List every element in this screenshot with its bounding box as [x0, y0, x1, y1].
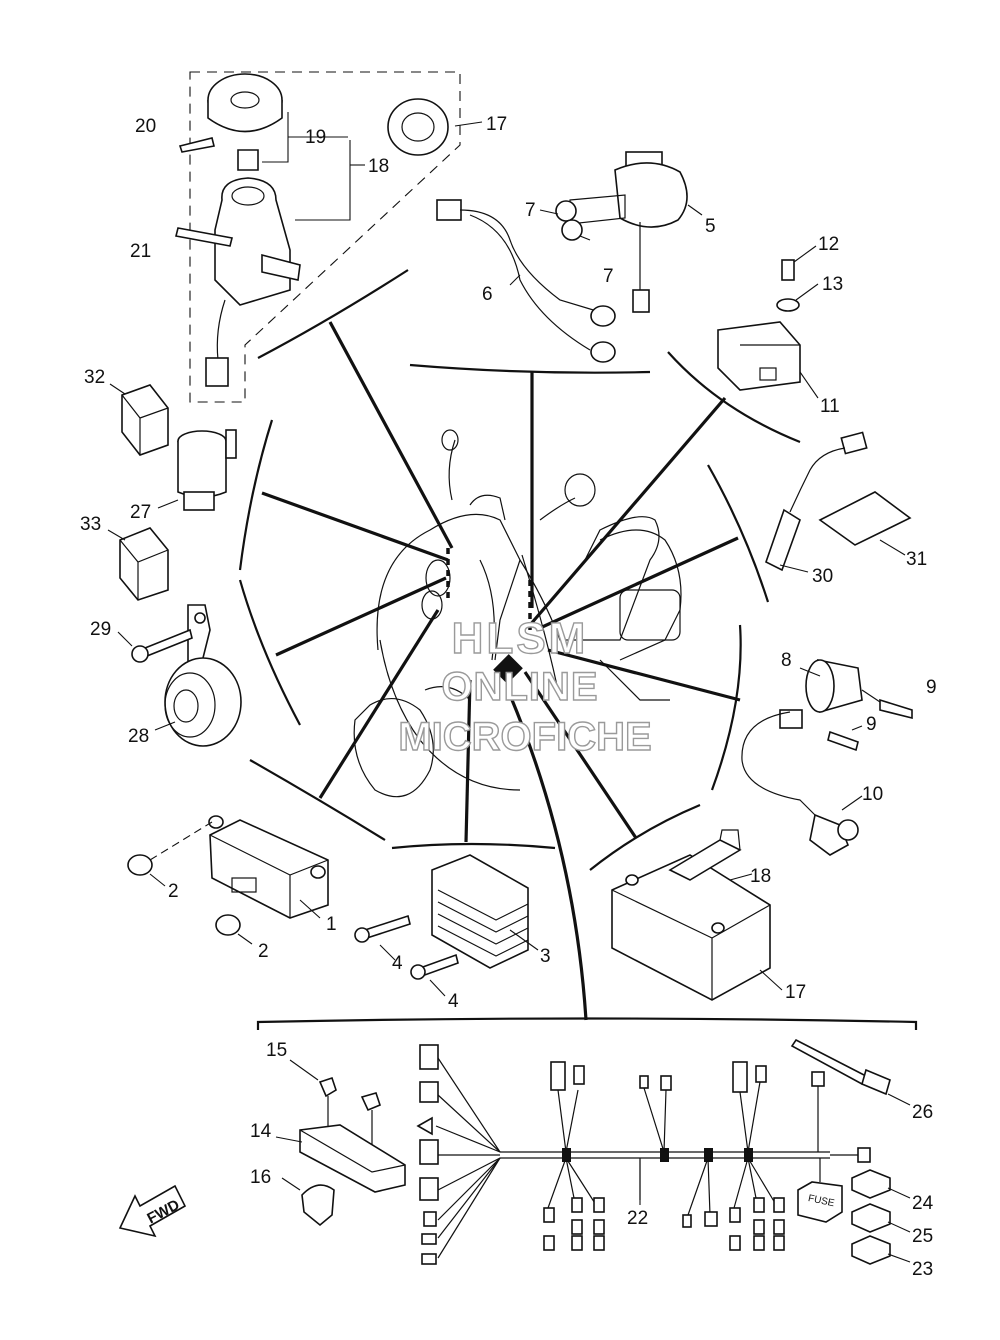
- callout-11: 11: [820, 396, 840, 417]
- callout-27: 23: [912, 1259, 933, 1280]
- pointer-lines: [261, 321, 741, 1021]
- callout-5: 5: [705, 216, 716, 237]
- watermark-line2: ONLINE: [441, 665, 598, 709]
- callout-16: 16: [250, 1167, 271, 1188]
- callout-31: 29: [90, 619, 111, 640]
- part-1-2: [127, 815, 329, 945]
- callout-3: 3: [540, 946, 551, 967]
- callout-21: 19: [305, 127, 326, 148]
- watermark: HLSM ONLINE MICROFICHE: [398, 613, 653, 759]
- callout-28: 26: [912, 1102, 933, 1123]
- part-11-12-13: [717, 245, 819, 399]
- part-5-6-7: [436, 151, 703, 363]
- scooter-illustration: [353, 429, 682, 798]
- fuse-label: FUSE: [807, 1193, 836, 1209]
- callout-2a: 2: [168, 881, 179, 902]
- watermark-line1: HLSM: [452, 614, 589, 663]
- callout-22: 20: [135, 116, 156, 137]
- callout-23: 21: [130, 241, 151, 262]
- callout-33: 31: [906, 549, 927, 570]
- callout-4a: 4: [392, 953, 403, 974]
- callout-18: 18: [750, 866, 771, 887]
- callout-30: 28: [128, 726, 149, 747]
- callout-26: 25: [912, 1226, 933, 1247]
- callout-7a: 7: [525, 200, 536, 221]
- callout-24: 22: [627, 1208, 648, 1229]
- callout-13: 13: [822, 274, 843, 295]
- part-32-33: [765, 431, 912, 573]
- callout-1: 1: [326, 914, 337, 935]
- callout-10: 10: [862, 784, 883, 805]
- callout-34: 32: [84, 367, 105, 388]
- callout-8: 8: [781, 650, 792, 671]
- harness-group: FUSE FWD: [118, 1038, 911, 1265]
- callout-14: 14: [250, 1121, 272, 1142]
- callout-9a: 9: [926, 677, 937, 698]
- callout-12: 12: [818, 234, 839, 255]
- callout-17: 17: [785, 982, 806, 1003]
- callout-4b: 4: [448, 991, 459, 1012]
- part-8-9-10: [741, 659, 913, 856]
- watermark-line3: MICROFICHE: [398, 715, 651, 759]
- callout-20: 18: [368, 156, 389, 177]
- callout-32: 30: [812, 566, 833, 587]
- group-brackets: [238, 269, 918, 1030]
- part-17-18: [611, 829, 783, 1001]
- callout-15: 15: [266, 1040, 287, 1061]
- callout-2b: 2: [258, 941, 269, 962]
- callout-19: 17: [486, 114, 507, 135]
- callout-35: 33: [80, 514, 101, 535]
- left-parts: [107, 383, 242, 747]
- callout-25: 24: [912, 1193, 934, 1214]
- main-switch-group: [175, 71, 483, 403]
- part-3-4: [354, 854, 539, 997]
- callout-numbers: 20 19 18 17 21 7 7 5 6 12 13 11 32 27 33…: [80, 114, 937, 1280]
- callout-6: 6: [482, 284, 493, 305]
- callout-9b: 9: [866, 714, 877, 735]
- callout-29: 27: [130, 502, 151, 523]
- callout-7b: 7: [603, 266, 614, 287]
